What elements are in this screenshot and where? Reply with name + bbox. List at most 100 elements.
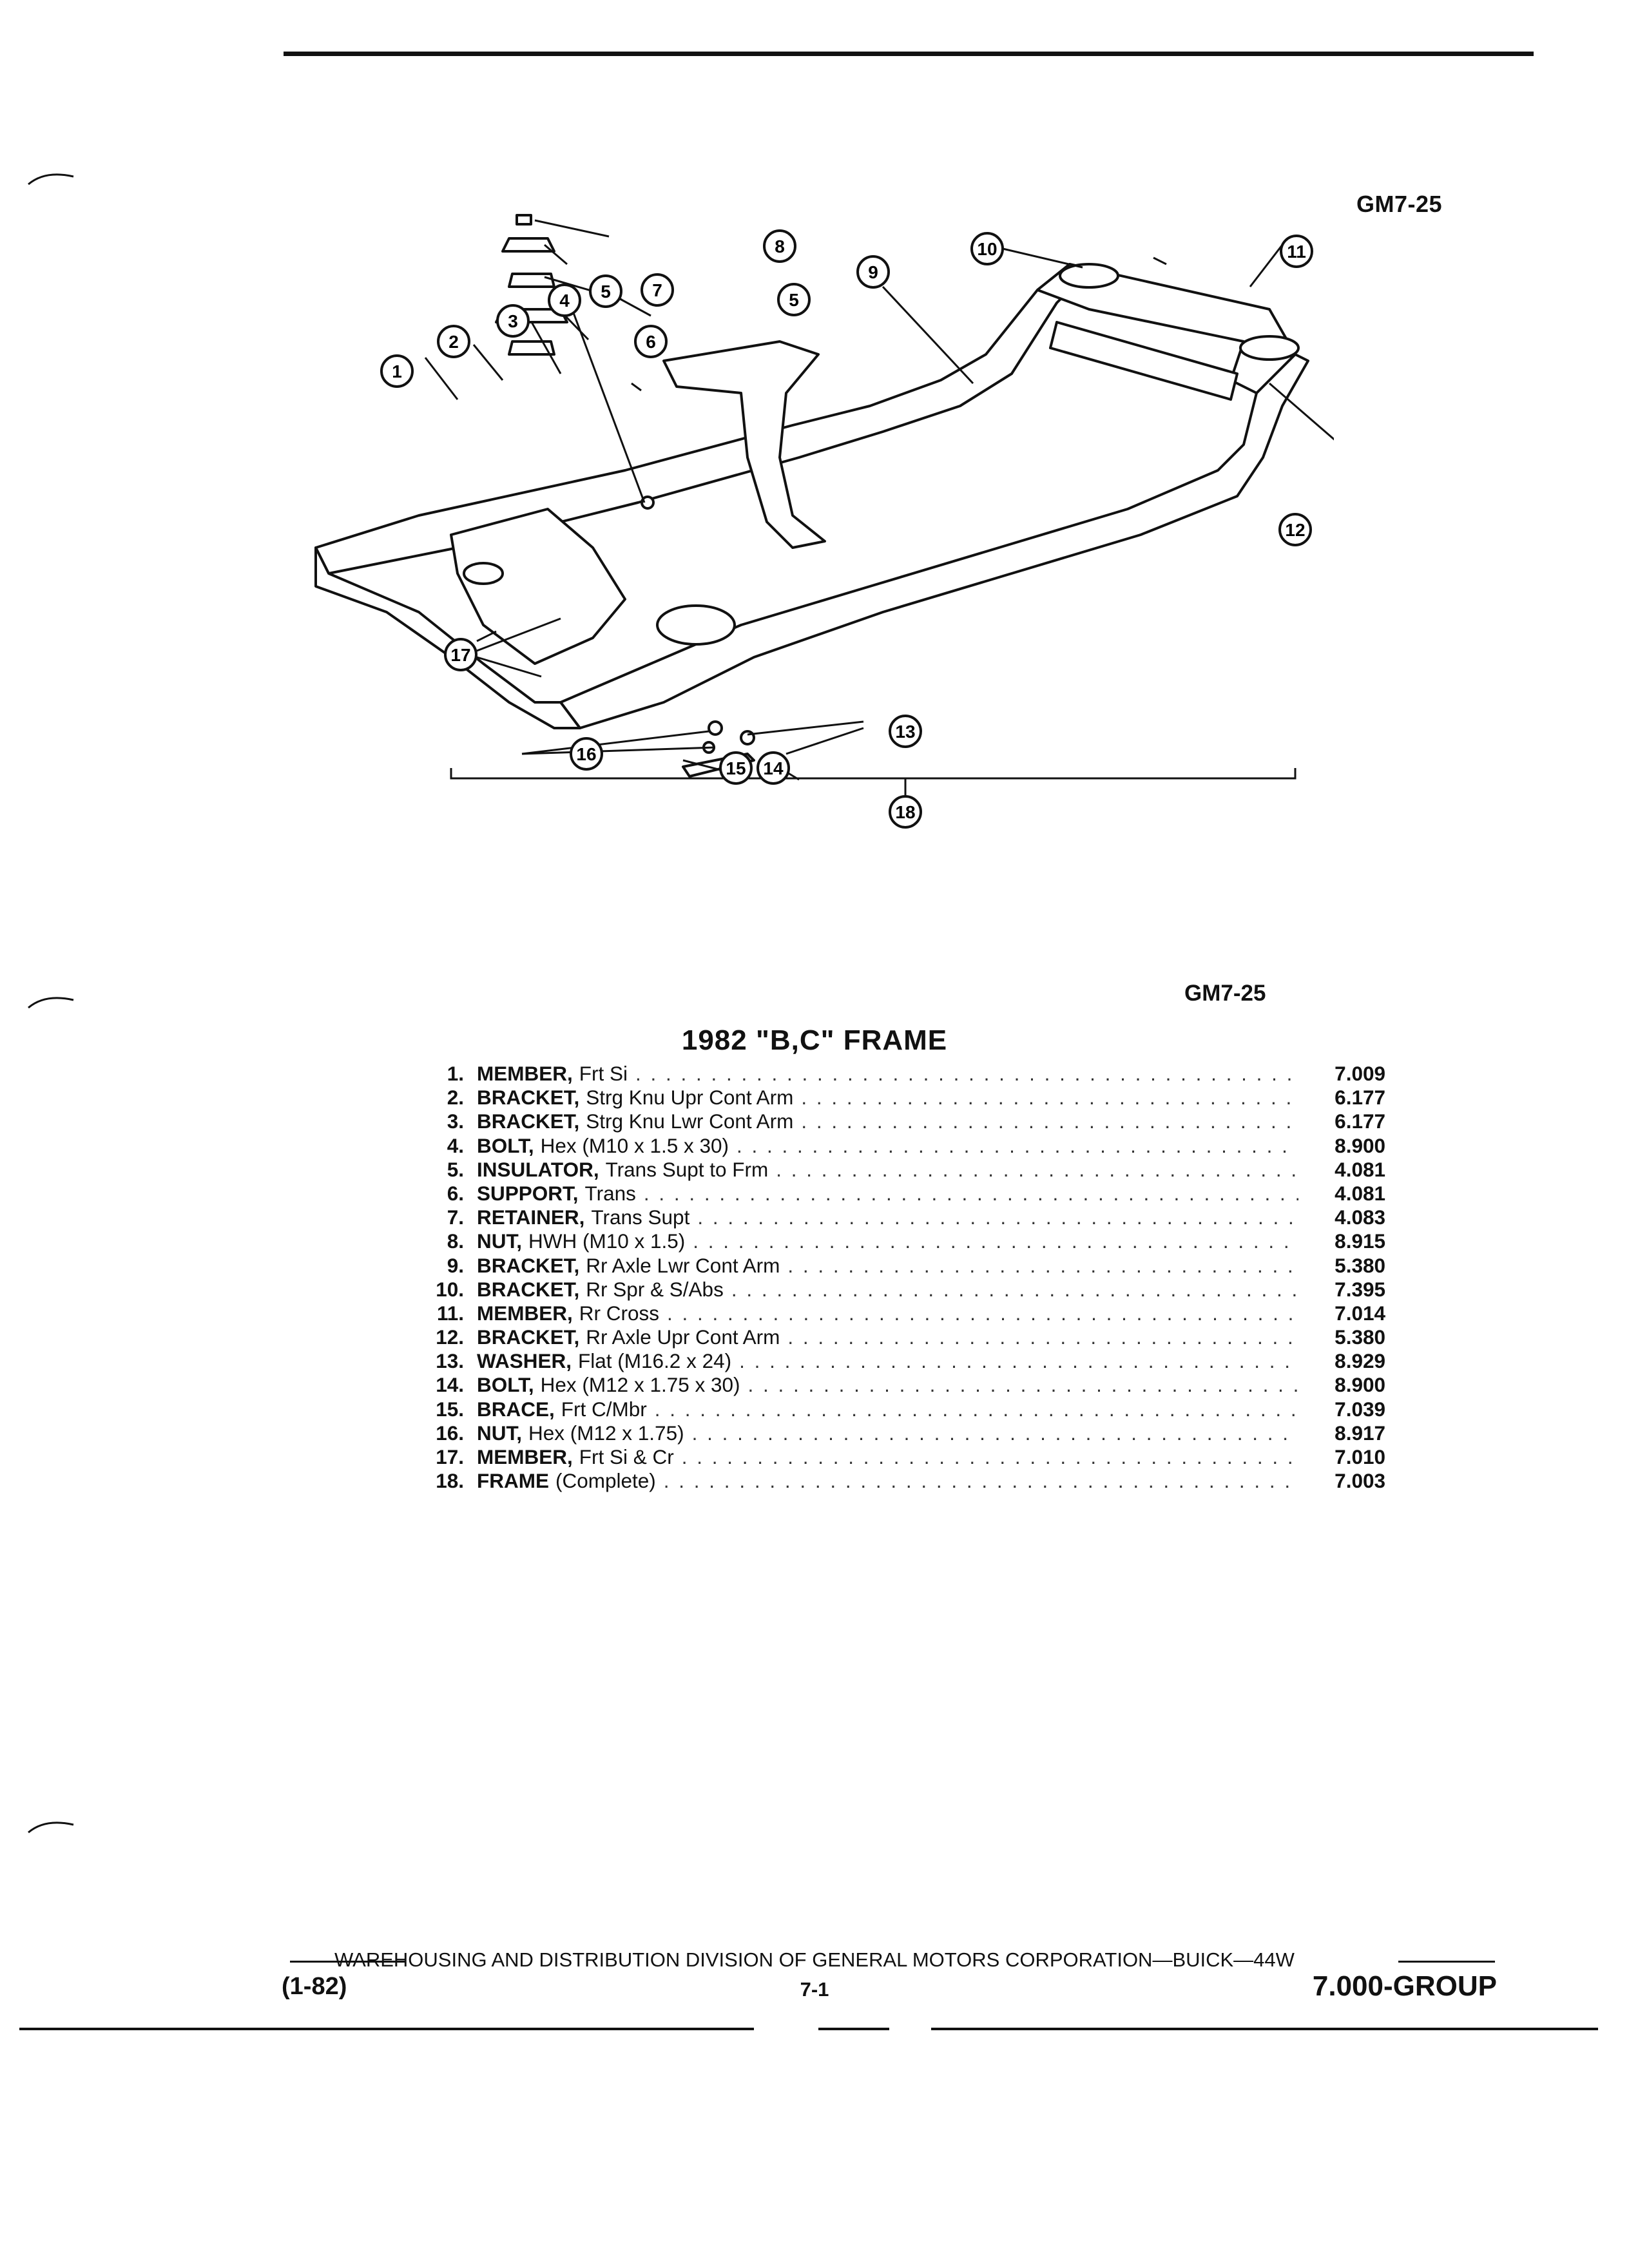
parts-list: 1.MEMBER,Frt Si7.009 2.BRACKET,Strg Knu … <box>412 1062 1392 1493</box>
dot-leader <box>689 1206 1298 1229</box>
trans-support <box>662 340 826 549</box>
svg-text:16: 16 <box>576 744 596 764</box>
part-name: BOLT, <box>477 1373 534 1397</box>
part-name: BRACKET, <box>477 1277 580 1301</box>
callout-16: 16 <box>570 737 603 771</box>
callout-18: 18 <box>889 795 922 829</box>
part-description: Rr Cross <box>579 1301 659 1325</box>
part-number: 17. <box>436 1445 464 1468</box>
svg-text:9: 9 <box>868 262 878 282</box>
part-name: BRACE, <box>477 1397 555 1421</box>
dot-leader <box>793 1086 1298 1110</box>
part-name: BRACKET, <box>477 1325 580 1349</box>
rear-cross-tube <box>1049 321 1239 401</box>
callout-1: 1 <box>380 354 414 388</box>
part-name: RETAINER, <box>477 1206 585 1229</box>
part-number: 10. <box>436 1277 464 1301</box>
dot-leader <box>656 1469 1298 1493</box>
part-description: Trans <box>584 1181 636 1205</box>
group-code: 6.177 <box>1335 1086 1385 1110</box>
svg-text:4: 4 <box>559 291 570 311</box>
punch-mark-middle <box>28 997 74 1009</box>
dot-leader <box>674 1445 1298 1469</box>
part-description: Rr Axle Upr Cont Arm <box>586 1325 780 1349</box>
dot-leader <box>740 1373 1298 1397</box>
part-row: 4.BOLT,Hex (M10 x 1.5 x 30)8.900 <box>412 1134 1392 1158</box>
svg-text:8: 8 <box>775 236 785 256</box>
punch-mark-bottom <box>28 1821 74 1834</box>
part-row: 5.INSULATOR,Trans Supt to Frm4.081 <box>412 1158 1392 1182</box>
footer-date: (1-82) <box>282 1973 347 2000</box>
insulator-5-upper <box>508 273 555 288</box>
part-number: 1. <box>447 1062 464 1085</box>
svg-text:6: 6 <box>646 332 656 352</box>
part-row: 13.WASHER,Flat (M16.2 x 24)8.929 <box>412 1349 1392 1373</box>
front-side-rail <box>314 263 1090 575</box>
group-code: 7.014 <box>1335 1301 1385 1325</box>
callout-7: 7 <box>641 273 674 307</box>
svg-text:12: 12 <box>1285 520 1305 540</box>
callout-15: 15 <box>719 751 753 785</box>
part-number: 8. <box>447 1229 464 1253</box>
group-code: 4.081 <box>1335 1157 1385 1181</box>
part-name: MEMBER, <box>477 1445 573 1468</box>
part-row: 10.BRACKET,Rr Spr & S/Abs7.395 <box>412 1278 1392 1302</box>
svg-text:13: 13 <box>895 722 915 742</box>
part-name: NUT, <box>477 1229 522 1253</box>
bottom-rule-right <box>931 2028 1598 2030</box>
part-name: NUT, <box>477 1421 522 1445</box>
bolt-4-head <box>641 495 655 510</box>
group-code: 8.929 <box>1335 1349 1385 1373</box>
punch-mark-top <box>28 173 74 186</box>
part-name: MEMBER, <box>477 1301 573 1325</box>
rear-side-rail <box>559 353 1309 729</box>
svg-text:1: 1 <box>392 361 402 381</box>
callout-4: 4 <box>548 284 581 317</box>
dot-leader <box>731 1349 1298 1373</box>
footer-rule-right <box>1398 1961 1495 1963</box>
svg-text:15: 15 <box>726 758 746 778</box>
part-row: 12.BRACKET,Rr Axle Upr Cont Arm5.380 <box>412 1325 1392 1349</box>
callout-2: 2 <box>437 325 470 358</box>
part-name: FRAME <box>477 1469 549 1493</box>
group-code: 5.380 <box>1335 1325 1385 1349</box>
rear-spring-seat-right <box>1239 335 1300 361</box>
group-code: 4.081 <box>1335 1181 1385 1205</box>
svg-text:14: 14 <box>763 758 784 778</box>
front-crossmember-hole <box>463 562 504 585</box>
callout-5a: 5 <box>589 274 622 308</box>
svg-text:5: 5 <box>789 290 799 310</box>
part-description: (Complete) <box>555 1469 656 1493</box>
part-description: Strg Knu Upr Cont Arm <box>586 1086 794 1110</box>
svg-text:18: 18 <box>895 802 915 822</box>
callout-3: 3 <box>496 304 530 338</box>
part-row: 17.MEMBER,Frt Si & Cr7.010 <box>412 1445 1392 1469</box>
retainer-7 <box>501 237 555 253</box>
svg-text:3: 3 <box>508 311 518 331</box>
part-name: BRACKET, <box>477 1110 580 1133</box>
page-title: 1982 "B,C" FRAME <box>681 1024 948 1056</box>
part-description: Trans Supt to Frm <box>605 1157 769 1181</box>
part-number: 16. <box>436 1421 464 1445</box>
part-name: BRACKET, <box>477 1086 580 1110</box>
group-code: 7.039 <box>1335 1397 1385 1421</box>
part-row: 3.BRACKET,Strg Knu Lwr Cont Arm6.177 <box>412 1110 1392 1133</box>
footer-page-number: 7-1 <box>800 1978 829 2001</box>
group-code: 4.083 <box>1335 1206 1385 1229</box>
part-name: INSULATOR, <box>477 1157 599 1181</box>
group-code: 7.003 <box>1335 1469 1385 1493</box>
dot-leader <box>729 1134 1298 1158</box>
bottom-rule <box>19 2028 754 2030</box>
part-row: 9.BRACKET,Rr Axle Lwr Cont Arm5.380 <box>412 1254 1392 1278</box>
callouts: 1 2 3 4 5 5 6 7 8 9 10 11 12 13 14 15 16… <box>380 229 1313 829</box>
part-description: Hex (M10 x 1.5 x 30) <box>540 1133 729 1157</box>
part-number: 14. <box>436 1373 464 1397</box>
frame-diagram: 1 2 3 4 5 5 6 7 8 9 10 11 12 13 14 15 16… <box>314 214 1334 829</box>
nut-8 <box>516 214 532 226</box>
part-number: 15. <box>436 1397 464 1421</box>
part-description: HWH (M10 x 1.5) <box>528 1229 686 1253</box>
footer-rule-left <box>290 1961 406 1963</box>
callout-leaders <box>424 219 1334 796</box>
dot-leader <box>647 1398 1298 1421</box>
